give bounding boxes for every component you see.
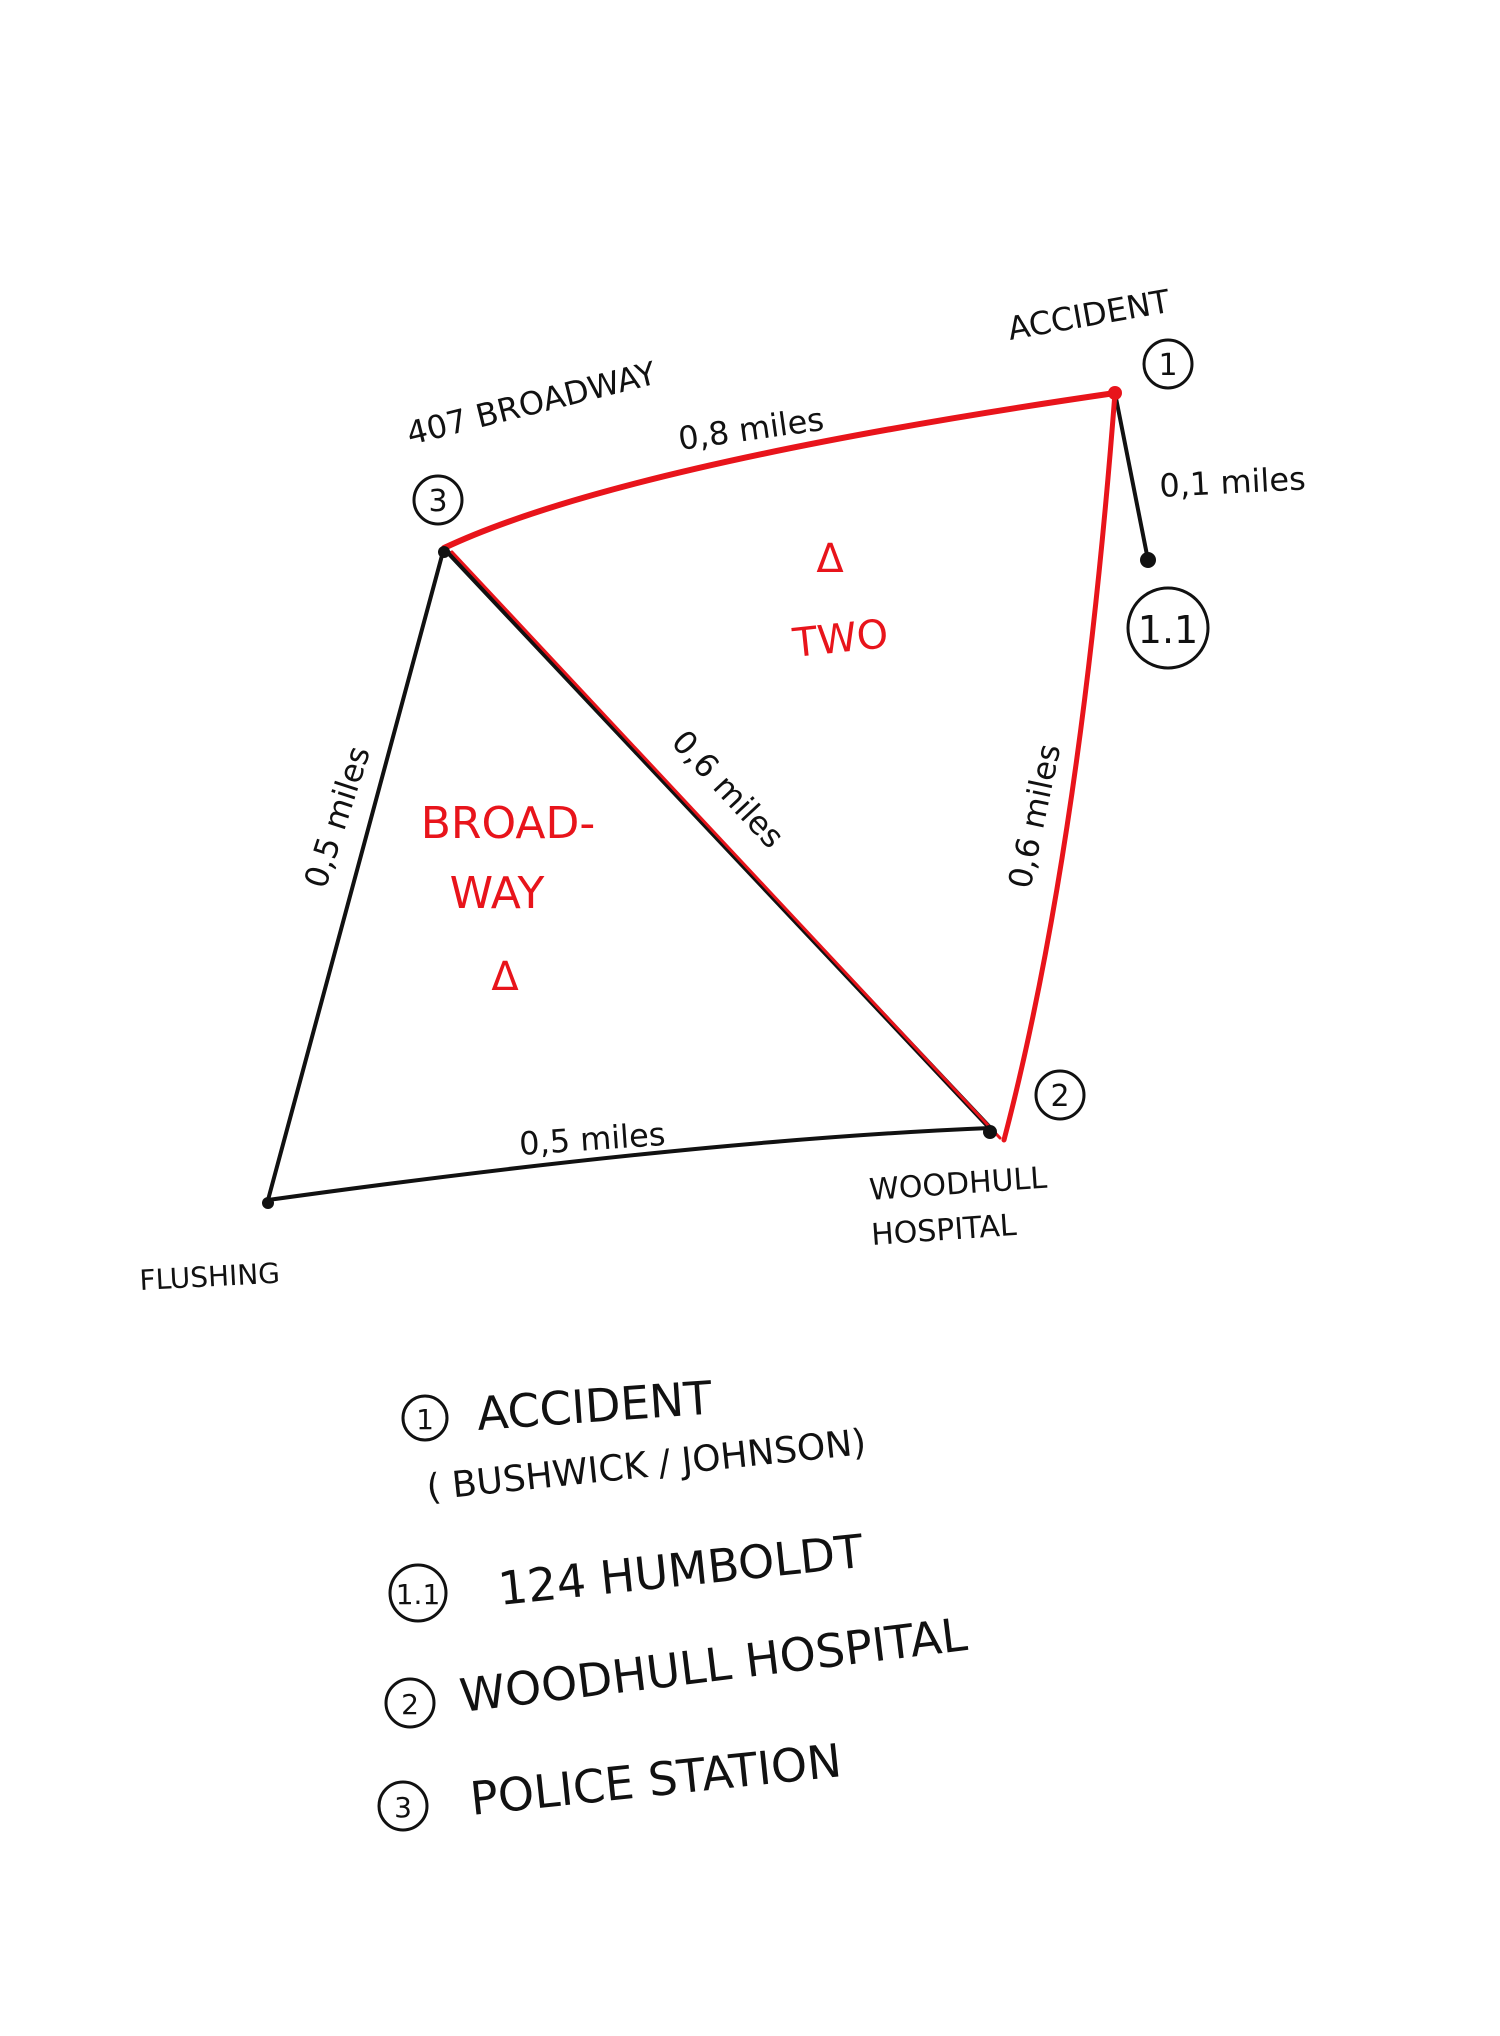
marker-humboldt: 1.1 xyxy=(1126,586,1210,670)
edge-broadway-hospital-red xyxy=(450,550,1002,1140)
legend: 1 ACCIDENT ( BUSHWICK / JOHNSON) 1.1 124… xyxy=(377,1371,971,1832)
region-broadway-symbol: Δ xyxy=(491,954,519,1000)
region-two-symbol: Δ xyxy=(816,536,844,582)
dist-broadway-flushing: 0,5 miles xyxy=(296,742,377,893)
label-hospital-line2: HOSPITAL xyxy=(870,1208,1018,1253)
region-broadway-line1: BROAD- xyxy=(421,798,595,849)
dist-accident-humboldt: 0,1 miles xyxy=(1158,459,1306,505)
svg-text:2: 2 xyxy=(1050,1079,1069,1114)
marker-broadway: 3 xyxy=(412,474,464,526)
node-dot-broadway xyxy=(438,546,450,558)
svg-text:1: 1 xyxy=(416,1403,434,1436)
svg-text:WOODHULL HOSPITAL: WOODHULL HOSPITAL xyxy=(457,1607,971,1723)
node-dot-flushing xyxy=(262,1197,274,1209)
label-accident: ACCIDENT xyxy=(1005,282,1173,348)
svg-text:1: 1 xyxy=(1158,348,1177,383)
dist-broadway-accident: 0,8 miles xyxy=(676,400,826,458)
node-dot-accident xyxy=(1108,386,1122,400)
legend-item-humboldt: 1.1 124 HUMBOLDT xyxy=(388,1524,867,1623)
label-hospital-line1: WOODHULL xyxy=(868,1161,1048,1208)
marker-accident: 1 xyxy=(1142,338,1194,390)
edge-accident-hospital xyxy=(1001,390,1118,1143)
legend-item-police: 3 POLICE STATION xyxy=(377,1733,844,1832)
label-flushing: FLUSHING xyxy=(139,1257,281,1297)
svg-text:ACCIDENT: ACCIDENT xyxy=(475,1371,715,1441)
svg-text:1.1: 1.1 xyxy=(396,1578,441,1611)
legend-item-accident: 1 ACCIDENT ( BUSHWICK / JOHNSON) xyxy=(401,1371,868,1509)
edge-flushing-hospital xyxy=(266,1126,992,1202)
edge-accident-humboldt xyxy=(1113,391,1150,562)
node-dot-humboldt xyxy=(1140,552,1156,568)
node-dot-hospital xyxy=(983,1125,997,1139)
svg-text:3: 3 xyxy=(428,484,447,519)
region-broadway-line2: WAY xyxy=(450,868,545,919)
svg-text:3: 3 xyxy=(394,1791,412,1824)
svg-text:2: 2 xyxy=(401,1688,419,1721)
svg-text:POLICE STATION: POLICE STATION xyxy=(468,1733,844,1826)
edge-broadway-accident xyxy=(441,390,1118,551)
region-two-label: TWO xyxy=(790,611,891,667)
dist-broadway-hospital: 0,6 miles xyxy=(664,723,792,856)
legend-item-hospital: 2 WOODHULL HOSPITAL xyxy=(384,1607,971,1729)
svg-text:124 HUMBOLDT: 124 HUMBOLDT xyxy=(496,1524,867,1616)
svg-text:1.1: 1.1 xyxy=(1138,608,1198,652)
label-broadway: 407 BROADWAY xyxy=(403,354,660,453)
edge-broadway-flushing xyxy=(266,546,446,1202)
marker-hospital: 2 xyxy=(1034,1069,1086,1121)
